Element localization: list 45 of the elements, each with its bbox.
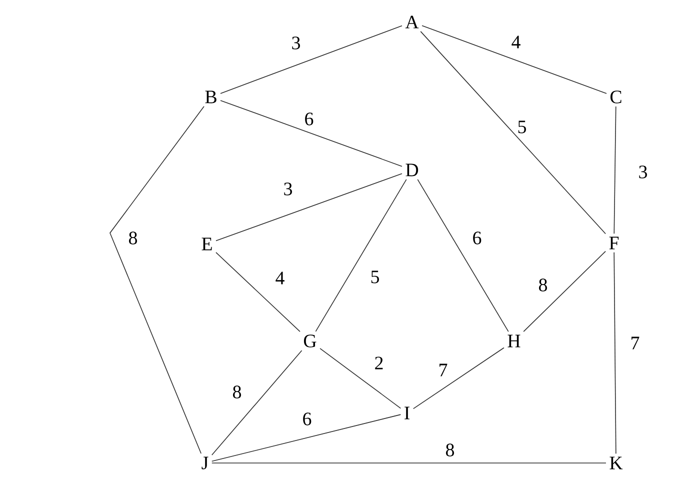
- edge-line: [412, 347, 504, 410]
- vertex-label: J: [202, 456, 208, 470]
- edge-weight: 6: [301, 412, 313, 426]
- vertex-label: I: [404, 406, 410, 420]
- edge-weight: 5: [369, 270, 381, 284]
- vertex-label: E: [202, 238, 212, 250]
- edge-weight: 8: [537, 278, 549, 292]
- edge-line: [420, 31, 606, 234]
- edge-line: [523, 250, 606, 332]
- edge-line: [216, 252, 300, 332]
- edge-line: [320, 348, 402, 409]
- vertex-label: K: [610, 456, 623, 470]
- edge-line: [211, 414, 402, 462]
- edge-line: [614, 252, 616, 454]
- edge-line: [220, 100, 402, 167]
- edge-weight: 3: [637, 164, 649, 180]
- edge-weight: 2: [373, 356, 385, 370]
- edge-line: [211, 350, 302, 456]
- vertex-label: D: [406, 164, 418, 176]
- vertex-label: C: [610, 90, 622, 104]
- edge-weight: 3: [282, 182, 294, 196]
- edge-line: [422, 25, 607, 94]
- vertex-label: B: [205, 90, 216, 104]
- vertex-label: F: [609, 236, 619, 250]
- edge-line: [315, 179, 407, 332]
- edge-weight: 4: [274, 270, 286, 286]
- edge-weight: 8: [231, 384, 243, 400]
- edge-weight: 8: [127, 230, 139, 246]
- edge-weight: 7: [437, 362, 449, 378]
- edge-line: [220, 25, 402, 94]
- edge-weight: 4: [510, 34, 522, 50]
- vertex-label: G: [304, 334, 316, 348]
- edge-weight: 5: [516, 120, 528, 134]
- edge-weight: 7: [629, 336, 641, 350]
- vertex-label: H: [508, 334, 520, 348]
- edge-line: [110, 106, 204, 454]
- vertex-label: A: [405, 16, 419, 28]
- edge-weight: 3: [290, 36, 302, 50]
- edge-weight: 8: [444, 442, 456, 458]
- edge-line: [614, 106, 616, 234]
- edge-weight: 6: [303, 112, 315, 126]
- edge-line: [417, 179, 509, 332]
- edge-weight: 6: [471, 230, 483, 246]
- edge-line: [216, 173, 402, 242]
- edge-line: [211, 462, 606, 464]
